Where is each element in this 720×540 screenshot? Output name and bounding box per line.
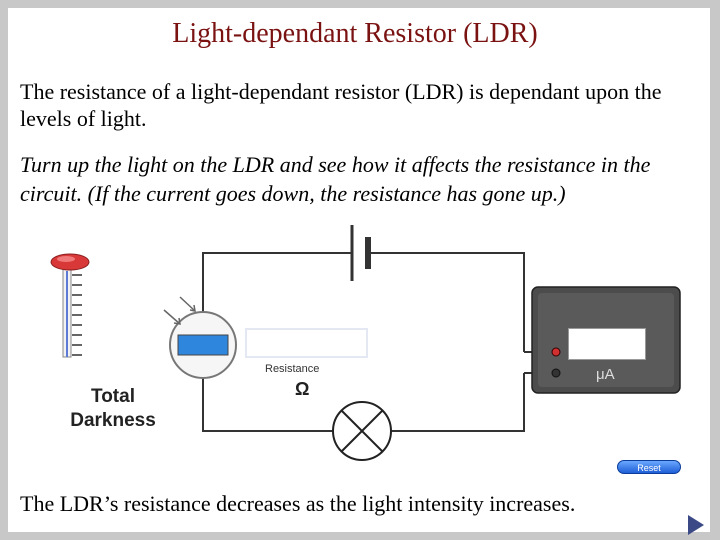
resistance-label: Resistance — [265, 363, 320, 375]
light-level-label: Total Darkness — [70, 386, 156, 431]
instruction-paragraph: Turn up the light on the LDR and see how… — [20, 152, 651, 206]
intro-paragraph: The resistance of a light-dependant resi… — [20, 79, 662, 131]
next-slide-icon[interactable] — [688, 515, 704, 535]
ammeter-unit: μA — [596, 366, 615, 383]
ldr-simulation: Total Darkness Resistance Ω μA Reset — [40, 215, 700, 485]
resistance-unit: Ω — [295, 379, 310, 399]
slide-title: Light-dependant Resistor (LDR) — [172, 18, 538, 49]
lamp-icon — [332, 401, 392, 461]
reset-button[interactable]: Reset — [617, 460, 681, 474]
light-slider[interactable] — [50, 253, 90, 358]
ldr-component — [163, 296, 237, 379]
resistance-readout — [245, 328, 368, 358]
ammeter-readout — [568, 328, 646, 360]
conclusion-paragraph: The LDR’s resistance decreases as the li… — [20, 491, 576, 516]
battery-cell — [350, 225, 371, 281]
